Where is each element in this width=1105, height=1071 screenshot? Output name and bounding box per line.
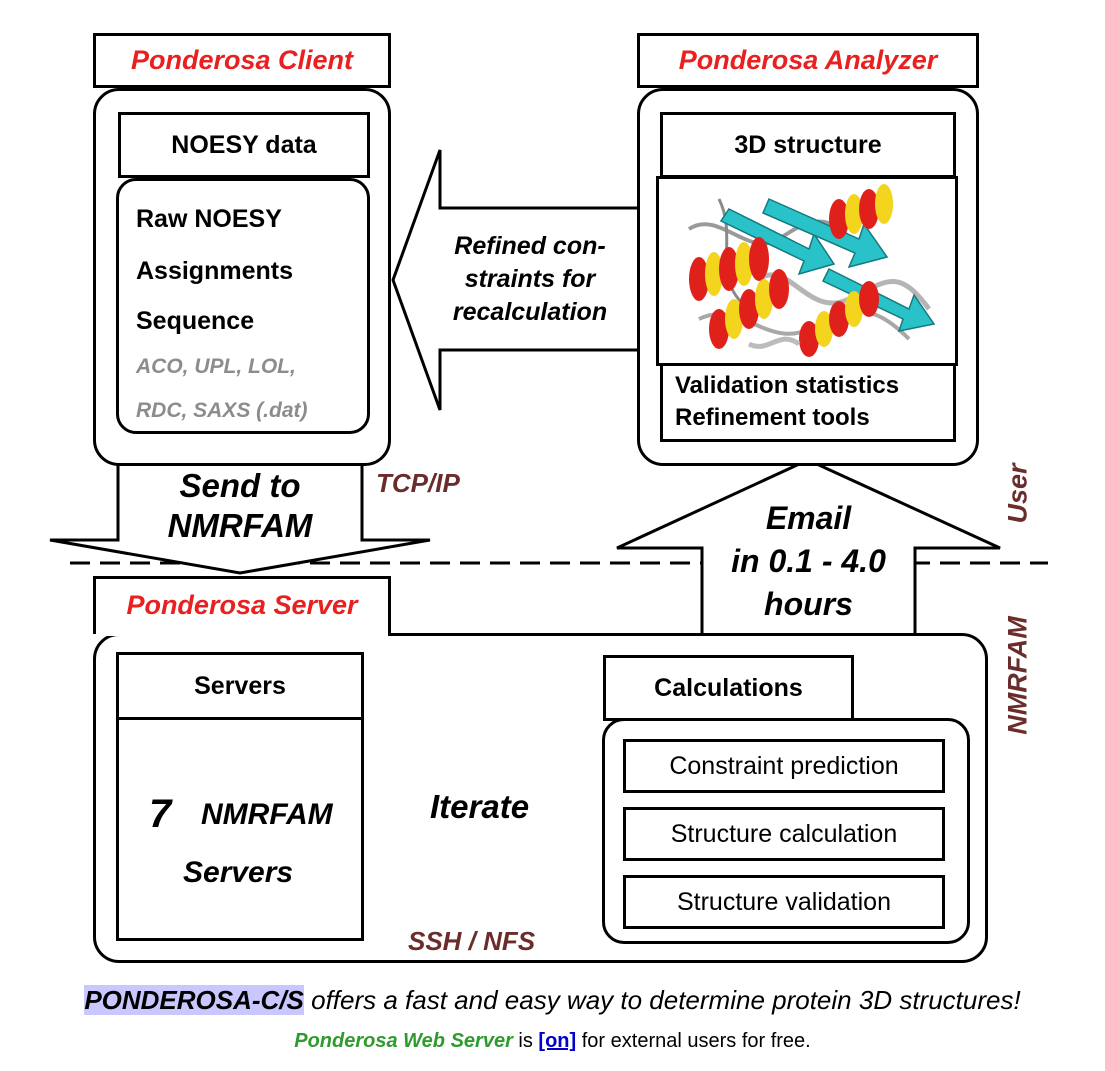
refined-arrow [391,149,642,411]
structure-header: 3D structure [660,112,956,178]
helix-2 [709,269,789,349]
calc-item-constraint: Constraint prediction [623,739,945,793]
noesy-item-assignments: Assignments [136,257,293,285]
analyzer-title: Ponderosa Analyzer [637,33,979,88]
servers-box: 7 NMRFAM Servers [116,717,364,941]
helix-4 [799,281,879,357]
servers-line-2: Servers [183,856,294,889]
tools-box: Validation statistics Refinement tools [660,366,956,442]
caption-line-2: Ponderosa Web Server is [on] for externa… [0,1030,1105,1053]
caption-brand: PONDEROSA-C/S [84,985,304,1015]
helix-3 [829,184,893,239]
caption-line-1: PONDEROSA-C/S offers a fast and easy way… [0,985,1105,1016]
noesy-list: Raw NOESY Assignments Sequence ACO, UPL,… [116,178,370,434]
tool-validation: Validation statistics [675,372,900,399]
send-arrow [49,460,431,575]
iterate-label: Iterate [430,788,530,825]
calc-item-validation: Structure validation [623,875,945,929]
refined-label: Refined con- straints for recalculation [440,230,620,329]
zone-user-label: User [1002,463,1033,524]
noesy-item-sequence: Sequence [136,307,255,335]
send-line-2: NMRFAM [167,507,313,544]
caption-server-name: Ponderosa Web Server [294,1030,513,1052]
servers-line-1: NMRFAM [201,798,333,831]
tcpip-label: TCP/IP [376,468,460,498]
server-status-link[interactable]: [on] [538,1030,577,1052]
server-title: Ponderosa Server [93,576,391,634]
email-line-1: Email [765,500,852,536]
servers-count: 7 [149,792,172,836]
server-title-join [96,630,388,636]
caption-is: is [512,1030,539,1052]
structure-image [656,176,958,366]
calc-header: Calculations [603,655,854,721]
calc-item-calculation: Structure calculation [623,807,945,861]
refined-line-2: straints for [464,265,596,293]
noesy-optional-2: RDC, SAXS (.dat) [136,399,308,422]
client-title: Ponderosa Client [93,33,391,88]
protein-structure-image [687,184,936,357]
helix-1 [689,237,769,301]
email-line-3: hours [764,586,853,622]
noesy-item-raw: Raw NOESY [136,205,282,233]
tool-refinement: Refinement tools [675,404,870,431]
refined-line-1: Refined con- [454,232,606,260]
send-line-1: Send to [179,467,301,504]
send-label: Send to NMRFAM [130,466,350,546]
ssh-label: SSH / NFS [408,926,536,956]
caption-suffix: for external users for free. [576,1030,811,1052]
zone-nmrfam-label: NMRFAM [1002,616,1033,735]
caption-tagline: offers a fast and easy way to determine … [303,985,1021,1015]
email-label: Email in 0.1 - 4.0 hours [706,497,911,626]
servers-header: Servers [116,652,364,720]
noesy-header: NOESY data [118,112,370,178]
refined-line-3: recalculation [452,298,608,326]
email-line-2: in 0.1 - 4.0 [706,540,911,583]
noesy-optional-1: ACO, UPL, LOL, [136,355,296,378]
